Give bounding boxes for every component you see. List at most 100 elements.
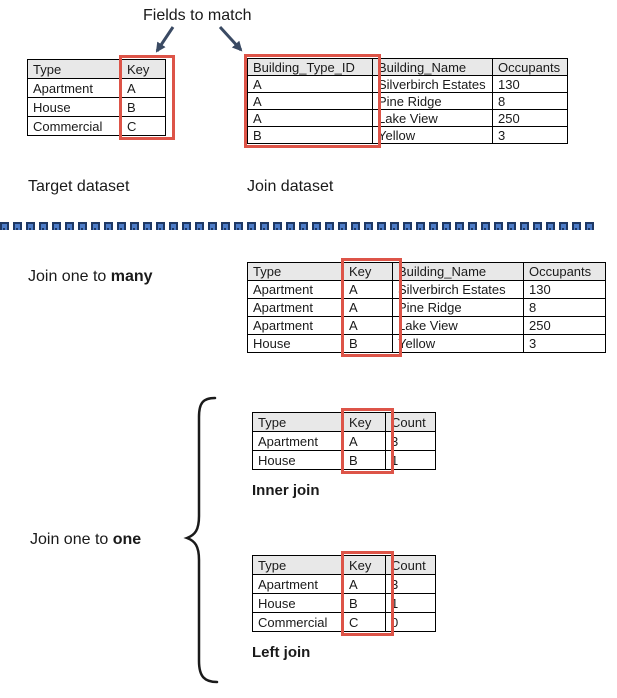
table-cell: House (252, 593, 344, 613)
column-header: Key (343, 555, 386, 575)
table-cell: 250 (492, 109, 568, 127)
divider-dash (143, 222, 152, 230)
table-cell: 3 (385, 431, 436, 451)
divider-dash (221, 222, 230, 230)
divider-dash (13, 222, 22, 230)
table-cell: A (343, 431, 386, 451)
table-cell: 250 (523, 316, 606, 335)
divider-dash (364, 222, 373, 230)
table-cell: Pine Ridge (392, 298, 524, 317)
divider-dash (520, 222, 529, 230)
table-cell: 3 (492, 126, 568, 144)
table-cell: A (247, 109, 373, 127)
column-header: Occupants (492, 58, 568, 76)
divider-dash (117, 222, 126, 230)
column-header: Building_Name (392, 262, 524, 281)
column-header: Key (343, 262, 393, 281)
table-cell: 3 (523, 334, 606, 353)
table-cell: C (121, 116, 166, 136)
arrow-down-right-icon (218, 25, 243, 52)
table-cell: Silverbirch Estates (392, 280, 524, 299)
label-bold-text: many (110, 268, 153, 285)
curly-brace-icon (183, 396, 219, 684)
label-bold-text: one (112, 531, 142, 548)
divider-dash (442, 222, 451, 230)
divider-dash (26, 222, 35, 230)
join-one-to-one-label: Join one to one (30, 530, 141, 549)
table-cell: 8 (492, 92, 568, 110)
divider-dash (195, 222, 204, 230)
table-cell: Lake View (372, 109, 493, 127)
table-cell: House (27, 97, 122, 117)
divider-dash (91, 222, 100, 230)
divider-dash (0, 222, 9, 230)
column-header: Building_Name (372, 58, 493, 76)
label-text: Join one to (28, 268, 111, 285)
column-header: Type (27, 59, 122, 79)
divider-dash (234, 222, 243, 230)
table-cell: B (343, 450, 386, 470)
column-header: Occupants (523, 262, 606, 281)
table-cell: 8 (523, 298, 606, 317)
column-header: Count (385, 412, 436, 432)
table-cell: B (247, 126, 373, 144)
table-cell: 3 (385, 574, 436, 594)
table-cell: Apartment (247, 280, 344, 299)
table-cell: House (252, 450, 344, 470)
table-cell: Commercial (27, 116, 122, 136)
divider-dash (208, 222, 217, 230)
table-cell: A (247, 75, 373, 93)
table-cell: Silverbirch Estates (372, 75, 493, 93)
divider-dash (78, 222, 87, 230)
table-cell: Apartment (27, 78, 122, 98)
divider-dash (169, 222, 178, 230)
divider-dash (377, 222, 386, 230)
divider-dash (312, 222, 321, 230)
divider-dash (130, 222, 139, 230)
divider-dash (247, 222, 256, 230)
divider-dash (403, 222, 412, 230)
fields-to-match-title: Fields to match (143, 7, 252, 24)
table-cell: B (121, 97, 166, 117)
label-text: Join one to (30, 531, 113, 548)
column-header: Type (252, 555, 344, 575)
fields-to-match-arrows-icon (155, 25, 243, 53)
column-header: Type (247, 262, 344, 281)
table-cell: Apartment (252, 574, 344, 594)
table-cell: A (343, 280, 393, 299)
table-cell: Apartment (247, 298, 344, 317)
table-cell: Apartment (247, 316, 344, 335)
section-divider (0, 221, 617, 231)
table-cell: A (121, 78, 166, 98)
divider-dash (533, 222, 542, 230)
left-join-label: Left join (252, 644, 311, 661)
column-header: Count (385, 555, 436, 575)
column-header: Building_Type_ID (247, 58, 373, 76)
divider-dash (429, 222, 438, 230)
divider-dash (416, 222, 425, 230)
divider-dash (299, 222, 308, 230)
table-cell: Lake View (392, 316, 524, 335)
